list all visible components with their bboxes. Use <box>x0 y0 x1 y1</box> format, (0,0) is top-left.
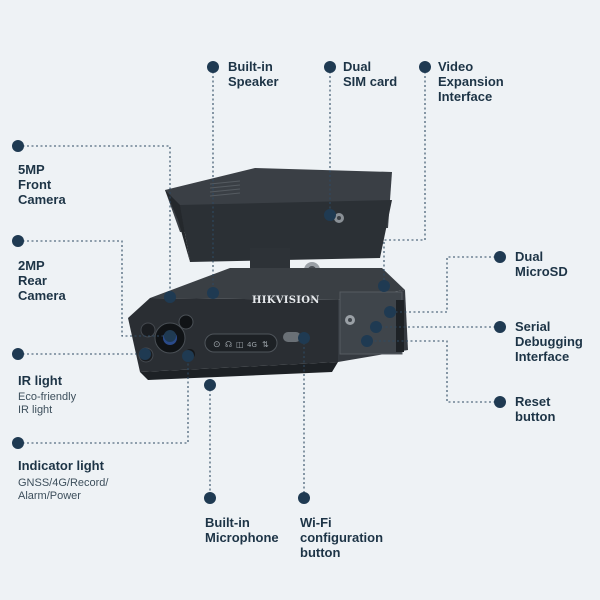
dashcam-device: ⊙ ☊ ◫ 4G ⇅ HIKVISION <box>128 168 408 380</box>
dot-reset <box>494 396 506 408</box>
label-ir-light: IR light <box>18 373 63 388</box>
dot-mic-target <box>204 379 216 391</box>
dot-reset-target <box>361 335 373 347</box>
dot-video <box>419 61 431 73</box>
brand-logo: HIKVISION <box>252 295 320 306</box>
label-dual-microsd: Dual MicroSD <box>515 249 568 279</box>
label-5mp-front-camera: 5MP Front Camera <box>18 162 66 207</box>
label-dual-sim-card: Dual SIM card <box>343 59 398 89</box>
indicator-strip <box>204 333 278 353</box>
dot-sim <box>324 61 336 73</box>
dot-front-cam <box>12 140 24 152</box>
status-icon-4g: 4G <box>247 341 257 349</box>
label-indicator-light-desc: GNSS/4G/Record/ Alarm/Power <box>18 477 109 502</box>
dot-rear-cam-target <box>164 330 176 342</box>
dot-microsd <box>494 251 506 263</box>
speaker-grille <box>209 180 241 197</box>
label-wifi-configuration-button: Wi-Fi configuration button <box>300 515 384 560</box>
label-built-in-microphone: Built-in Microphone <box>205 515 279 545</box>
label-serial-debugging-interface: Serial Debugging Interface <box>515 319 583 364</box>
label-video-expansion-interface: Video Expansion Interface <box>438 59 504 104</box>
dot-serial <box>494 321 506 333</box>
wifi-config-key <box>283 332 301 342</box>
dot-video-target <box>378 280 390 292</box>
label-reset-button: Reset button <box>515 394 556 424</box>
dot-microsd-target <box>384 306 396 318</box>
dot-speaker <box>207 61 219 73</box>
ir-led-1 <box>140 322 156 338</box>
status-icon-1: ⊙ <box>213 340 221 350</box>
dot-wifi <box>298 492 310 504</box>
status-icon-3: ◫ <box>236 340 244 349</box>
dot-speaker-target <box>207 287 219 299</box>
rear-camera-lens <box>178 314 194 330</box>
callout-dots <box>12 61 506 504</box>
dot-ir-target <box>139 348 151 360</box>
label-2mp-rear-camera: 2MP Rear Camera <box>18 258 66 303</box>
dot-ir <box>12 348 24 360</box>
dot-sim-target <box>324 209 336 221</box>
label-ir-light-desc: Eco-friendly IR light <box>18 391 77 416</box>
dot-mic <box>204 492 216 504</box>
status-icon-2: ☊ <box>225 340 232 349</box>
leader-lines <box>18 67 500 498</box>
dot-indicator <box>12 437 24 449</box>
dot-front-cam-target <box>164 291 176 303</box>
dot-serial-target <box>370 321 382 333</box>
dot-wifi-target <box>298 332 310 344</box>
dot-indicator-target <box>182 350 194 362</box>
dot-rear-cam <box>12 235 24 247</box>
label-indicator-light: Indicator light <box>18 458 104 473</box>
status-icon-5: ⇅ <box>262 340 269 349</box>
label-built-in-speaker: Built-in Speaker <box>228 59 279 89</box>
